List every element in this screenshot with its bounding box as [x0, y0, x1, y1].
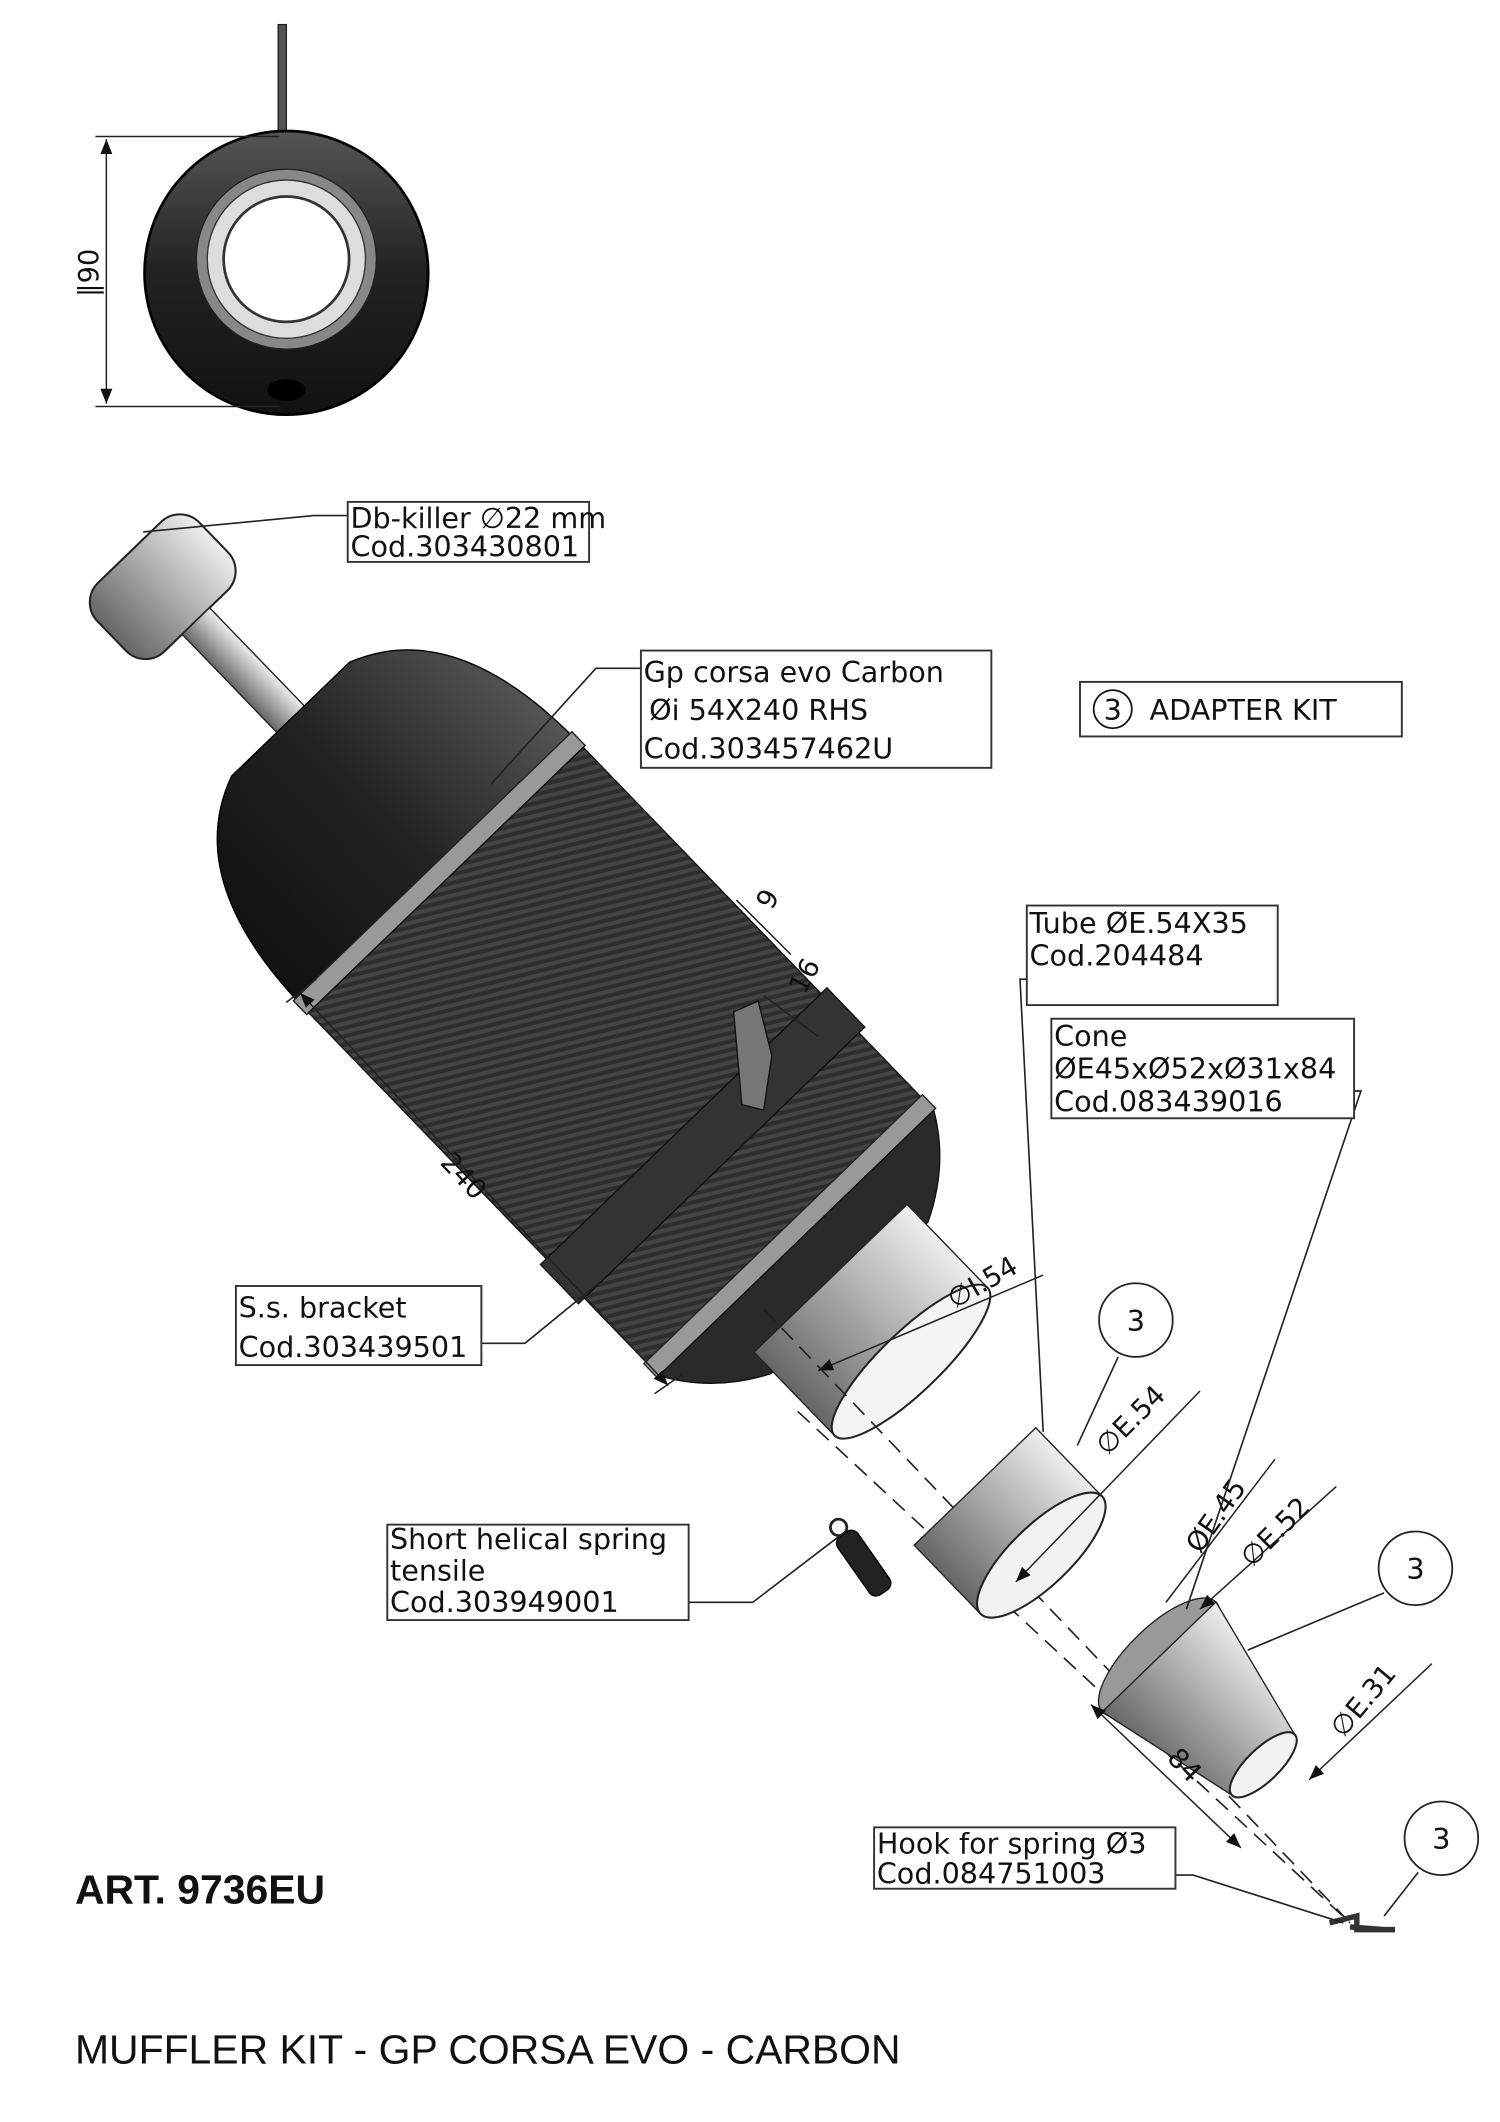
- label-spring: Short helical spring tensile Cod.3039490…: [386, 1522, 690, 1622]
- svg-text:3: 3: [1104, 693, 1122, 727]
- svg-text:Cod.084751003: Cod.084751003: [877, 1856, 1106, 1890]
- label-tube: Tube ØE.54X35 Cod.204484: [1025, 904, 1279, 1007]
- cone: [1097, 1597, 1298, 1799]
- label-bracket: S.s. bracket Cod.303439501: [234, 1285, 483, 1367]
- end-view: ∥90: [74, 23, 430, 417]
- svg-text:Gp corsa evo Carbon: Gp corsa evo Carbon: [644, 655, 944, 689]
- svg-text:Hook for spring Ø3: Hook for spring Ø3: [877, 1826, 1147, 1860]
- svg-text:Cod.303439501: Cod.303439501: [239, 1330, 468, 1364]
- svg-text:Cod.303949001: Cod.303949001: [390, 1585, 619, 1619]
- label-hook: Hook for spring Ø3 Cod.084751003: [873, 1826, 1177, 1890]
- svg-text:Cod.303457462U: Cod.303457462U: [644, 731, 894, 765]
- svg-text:Cod.204484: Cod.204484: [1030, 939, 1204, 973]
- svg-text:Cone: Cone: [1054, 1019, 1127, 1053]
- svg-text:S.s. bracket: S.s. bracket: [239, 1290, 407, 1324]
- svg-text:Øi 54X240 RHS: Øi 54X240 RHS: [649, 693, 868, 727]
- svg-text:Tube ØE.54X35: Tube ØE.54X35: [1029, 906, 1248, 940]
- muffler-assembly: [88, 513, 992, 1440]
- svg-text:3: 3: [1406, 1552, 1424, 1586]
- svg-text:ØE45xØ52xØ31x84: ØE45xØ52xØ31x84: [1054, 1052, 1336, 1086]
- svg-text:3: 3: [1432, 1822, 1450, 1856]
- balloon-cone: 3: [1377, 1530, 1454, 1606]
- svg-text:Short helical spring: Short helical spring: [390, 1522, 667, 1556]
- balloon-tube: 3: [1098, 1282, 1174, 1358]
- svg-text:Db-killer ∅22 mm: Db-killer ∅22 mm: [350, 501, 606, 535]
- dimension-cone-e52: ∅E.52: [1235, 1492, 1317, 1574]
- drawing-title: MUFFLER KIT - GP CORSA EVO - CARBON: [75, 2026, 901, 2072]
- adapter-kit-legend: 3 ADAPTER KIT: [1079, 680, 1403, 738]
- article-number: ART. 9736EU: [75, 1867, 325, 1913]
- svg-text:Cod.303430801: Cod.303430801: [350, 529, 579, 563]
- dimension-tab-width: 9: [751, 884, 787, 914]
- dimension-cone-e31: ∅E.31: [1325, 1659, 1403, 1744]
- label-db-killer: Db-killer ∅22 mm Cod.303430801: [346, 501, 606, 563]
- svg-text:tensile: tensile: [390, 1554, 485, 1588]
- helical-spring: [829, 1517, 892, 1597]
- svg-text:ADAPTER KIT: ADAPTER KIT: [1150, 693, 1338, 727]
- label-muffler: Gp corsa evo Carbon Øi 54X240 RHS Cod.30…: [639, 649, 993, 769]
- svg-text:3: 3: [1127, 1304, 1145, 1338]
- dimension-outer-diameter: ∥90: [74, 249, 105, 297]
- svg-text:Cod.083439016: Cod.083439016: [1054, 1084, 1283, 1118]
- bracket-tab: [732, 1000, 773, 1111]
- spring-hook: [1328, 1912, 1395, 1933]
- label-cone: Cone ØE45xØ52xØ31x84 Cod.083439016: [1050, 1017, 1356, 1120]
- balloon-hook: 3: [1403, 1800, 1480, 1876]
- tube-adapter: [913, 1426, 1107, 1619]
